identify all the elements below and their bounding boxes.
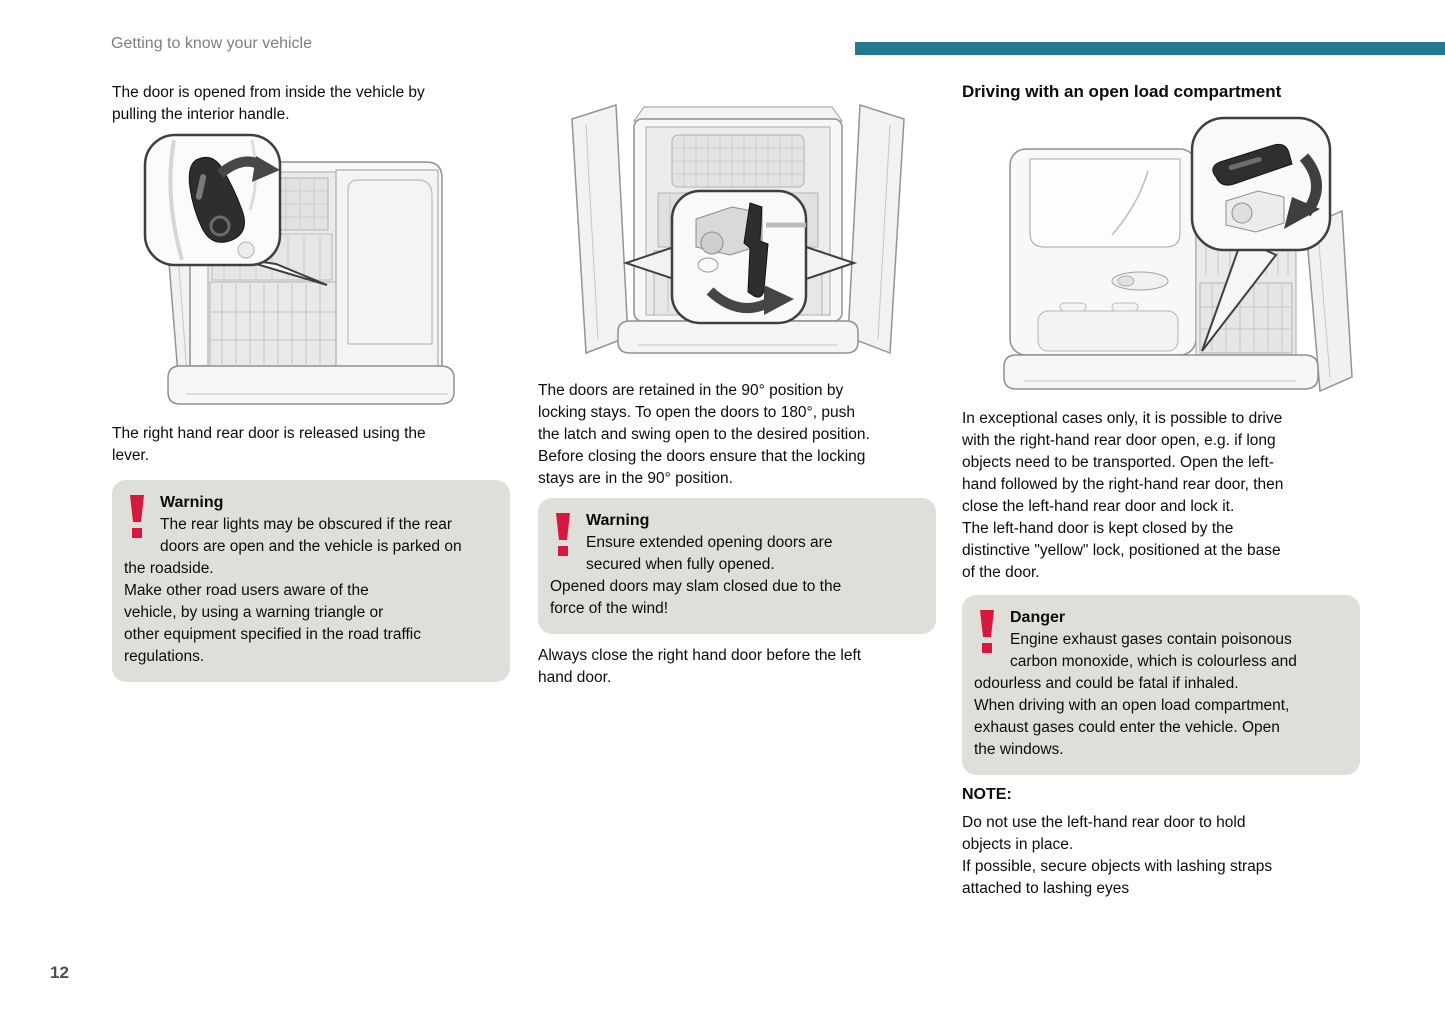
open-rear-door-left [571, 103, 629, 355]
left-caption-paragraph: The right hand rear door is released usi… [112, 425, 426, 464]
open-rear-door-right [847, 103, 905, 355]
middle-body-paragraph: The doors are retained in the 90° positi… [538, 382, 870, 487]
warning-box-extended-doors: Warning Ensure extended opening doors ar… [538, 498, 936, 634]
locking-stay-lever [743, 202, 769, 298]
header-accent-bar [855, 42, 1445, 55]
page-number: 12 [50, 963, 69, 982]
note-label: NOTE: [962, 786, 1012, 803]
van-rear-both-doors-open-illustration [571, 103, 905, 355]
van-rear-right-door-open-illustration [1003, 116, 1353, 393]
danger-box-exhaust-gases: Danger Engine exhaust gases contain pois… [962, 595, 1360, 775]
rear-bumper [1003, 354, 1319, 390]
danger-body: Engine exhaust gases contain poisonous c… [974, 631, 1297, 758]
column-right: Driving with an open load compartment [962, 80, 1360, 900]
warning-exclamation-icon [126, 494, 148, 540]
column-middle: The doors are retained in the 90° positi… [538, 84, 936, 689]
warning-title: Warning [160, 494, 224, 511]
middle-closing-paragraph: Always close the right hand door before … [538, 647, 862, 686]
left-intro-paragraph: The door is opened from inside the vehic… [112, 84, 425, 123]
rear-window [1029, 158, 1181, 248]
running-header: Getting to know your vehicle [111, 35, 312, 52]
warning-body: Ensure extended opening doors are secure… [550, 534, 842, 617]
van-rear-left-door-open-illustration [143, 133, 455, 405]
danger-exclamation-icon [976, 609, 998, 655]
van-roof [633, 106, 843, 122]
warning-exclamation-icon [552, 512, 574, 558]
closed-rear-door-right [335, 169, 439, 367]
note-body-paragraph: Do not use the left-hand rear door to ho… [962, 814, 1273, 897]
danger-title: Danger [1010, 609, 1066, 626]
lock-lever [1212, 143, 1293, 186]
warning-body: The rear lights may be obscured if the r… [124, 516, 462, 665]
rear-bumper [617, 320, 859, 354]
right-body-paragraph: In exceptional cases only, it is possibl… [962, 410, 1284, 581]
column-left: The door is opened from inside the vehic… [112, 82, 510, 682]
section-heading: Driving with an open load compartment [962, 82, 1282, 101]
warning-title: Warning [586, 512, 650, 529]
licence-plate-recess [1037, 310, 1179, 352]
rear-bumper [167, 365, 455, 405]
warning-box-rear-lights: Warning The rear lights may be obscured … [112, 480, 510, 682]
